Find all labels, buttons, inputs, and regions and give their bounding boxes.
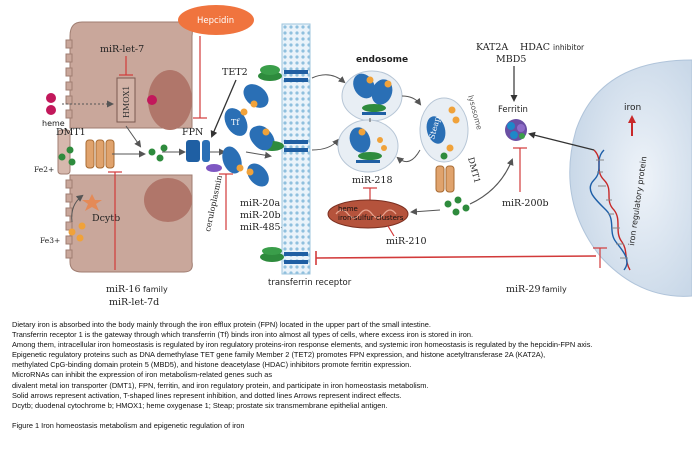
ferritin-complex <box>505 119 527 141</box>
dmt1-right-label: DMT1 <box>465 156 482 184</box>
heme-molecules <box>46 93 157 115</box>
inhibitor-label: inhibitor <box>553 43 585 52</box>
mir-20b-label: miR-20b <box>240 210 281 221</box>
mitochondrion: heme iron-sulfur clusters <box>327 199 409 229</box>
fe2-ions-right <box>444 196 470 216</box>
cell-nucleus-right <box>569 59 692 297</box>
dmt1-left-label: DMT1 <box>56 127 86 138</box>
fe3-label: Fe3+ <box>40 236 60 245</box>
ceruloplasmin-label: ceruloplasmin <box>203 174 224 232</box>
caption-line: Dietary iron is absorbed into the body m… <box>12 320 431 329</box>
endosome-bottom <box>337 119 399 173</box>
nucleus <box>148 70 192 130</box>
iron-label: iron <box>624 103 641 113</box>
mir-16-family-label: family <box>143 285 168 294</box>
lysosome-label: lysosome <box>466 94 484 131</box>
dna-helix <box>589 149 631 271</box>
fe3-ions <box>68 222 86 242</box>
figure-caption: Dietary iron is absorbed into the body m… <box>12 320 682 431</box>
tf-label: Tf <box>231 118 240 127</box>
dmt1-left-transporter <box>85 139 115 169</box>
transferrin-receptor-label: transferrin receptor <box>268 278 352 288</box>
figure-title: Figure 1 Iron homeostasis metabolism and… <box>12 420 245 430</box>
dcytb-label: Dcytb <box>92 213 120 224</box>
mir-16-label: miR-16 <box>106 284 141 295</box>
caption-line: MicroRNAs can inhibit the expression of … <box>12 370 273 380</box>
hepcidin-bubble: Hepcidin <box>178 5 254 35</box>
mir-let7-label: miR-let-7 <box>100 44 144 55</box>
enterocyte-bottom <box>65 174 193 273</box>
mir-210-label: miR-210 <box>386 236 427 247</box>
transferrin-molecules: Tf <box>222 84 275 187</box>
caption-line: divalent metal ion transporter (DMT1), F… <box>12 380 429 390</box>
mir-485-label: miR-485-3p <box>240 222 296 233</box>
transferrin-receptor-bottom <box>260 247 308 264</box>
caption-line: Epigenetic regulatory proteins such as D… <box>12 350 546 360</box>
fpn-label: FPN <box>182 127 203 138</box>
endosome-top <box>341 70 403 122</box>
fe2-label: Fe2+ <box>34 165 54 174</box>
fe2-ions-left <box>58 144 168 166</box>
hdac-label: HDAC <box>520 42 550 53</box>
caption-line: Among them, intracellular iron homeostas… <box>12 340 593 350</box>
mir-20a-label: miR-20a <box>240 198 280 209</box>
tet2-label: TET2 <box>222 67 248 78</box>
nucleus <box>144 178 192 222</box>
fpn-transporter <box>186 140 210 162</box>
transferrin-receptor-top <box>258 65 308 82</box>
caption-line: methylated CpG-binding domain protein 5 … <box>12 360 412 370</box>
ferritin-label: Ferritin <box>498 105 528 115</box>
mir-29-family-label: family <box>542 285 567 294</box>
endosome-label: endosome <box>356 55 408 65</box>
caption-line: Solid arrows represent activation, T-sha… <box>12 390 402 400</box>
kat2a-label: KAT2A <box>476 42 508 53</box>
heme-cluster-label: heme <box>338 205 358 213</box>
ceruloplasmin-shape <box>206 164 222 172</box>
mir-200b-label: miR-200b <box>502 198 549 209</box>
mir-218-label: miR-218 <box>352 175 393 186</box>
caption-line: Dcytb; duodenal cytochrome b; HMOX1; hem… <box>12 400 388 410</box>
hepcidin-label: Hepcidin <box>197 16 234 26</box>
dmt1-right-transporter <box>435 165 455 193</box>
hmox1-box: HMOX1 <box>116 77 136 123</box>
mir-let7d-label: miR-let-7d <box>109 297 159 308</box>
caption-line: Transferrin receptor 1 is the gateway th… <box>12 330 474 340</box>
iron-sulfur-label: iron-sulfur clusters <box>338 214 404 222</box>
heme-label: heme <box>42 119 65 128</box>
mir-29-label: miR-29 <box>506 284 541 295</box>
iron-homeostasis-diagram: heme miR-let-7 HMOX1 DMT1 Fe2+ Dcytb Fe3… <box>34 5 692 308</box>
hmox1-label: HMOX1 <box>122 86 131 118</box>
lysosome: Steap <box>419 97 469 163</box>
irp-to-tfr-inhibition <box>315 255 597 259</box>
transferrin-receptor-middle <box>251 125 308 152</box>
mbd5-label: MBD5 <box>496 54 526 65</box>
dcytb-star <box>82 194 102 211</box>
